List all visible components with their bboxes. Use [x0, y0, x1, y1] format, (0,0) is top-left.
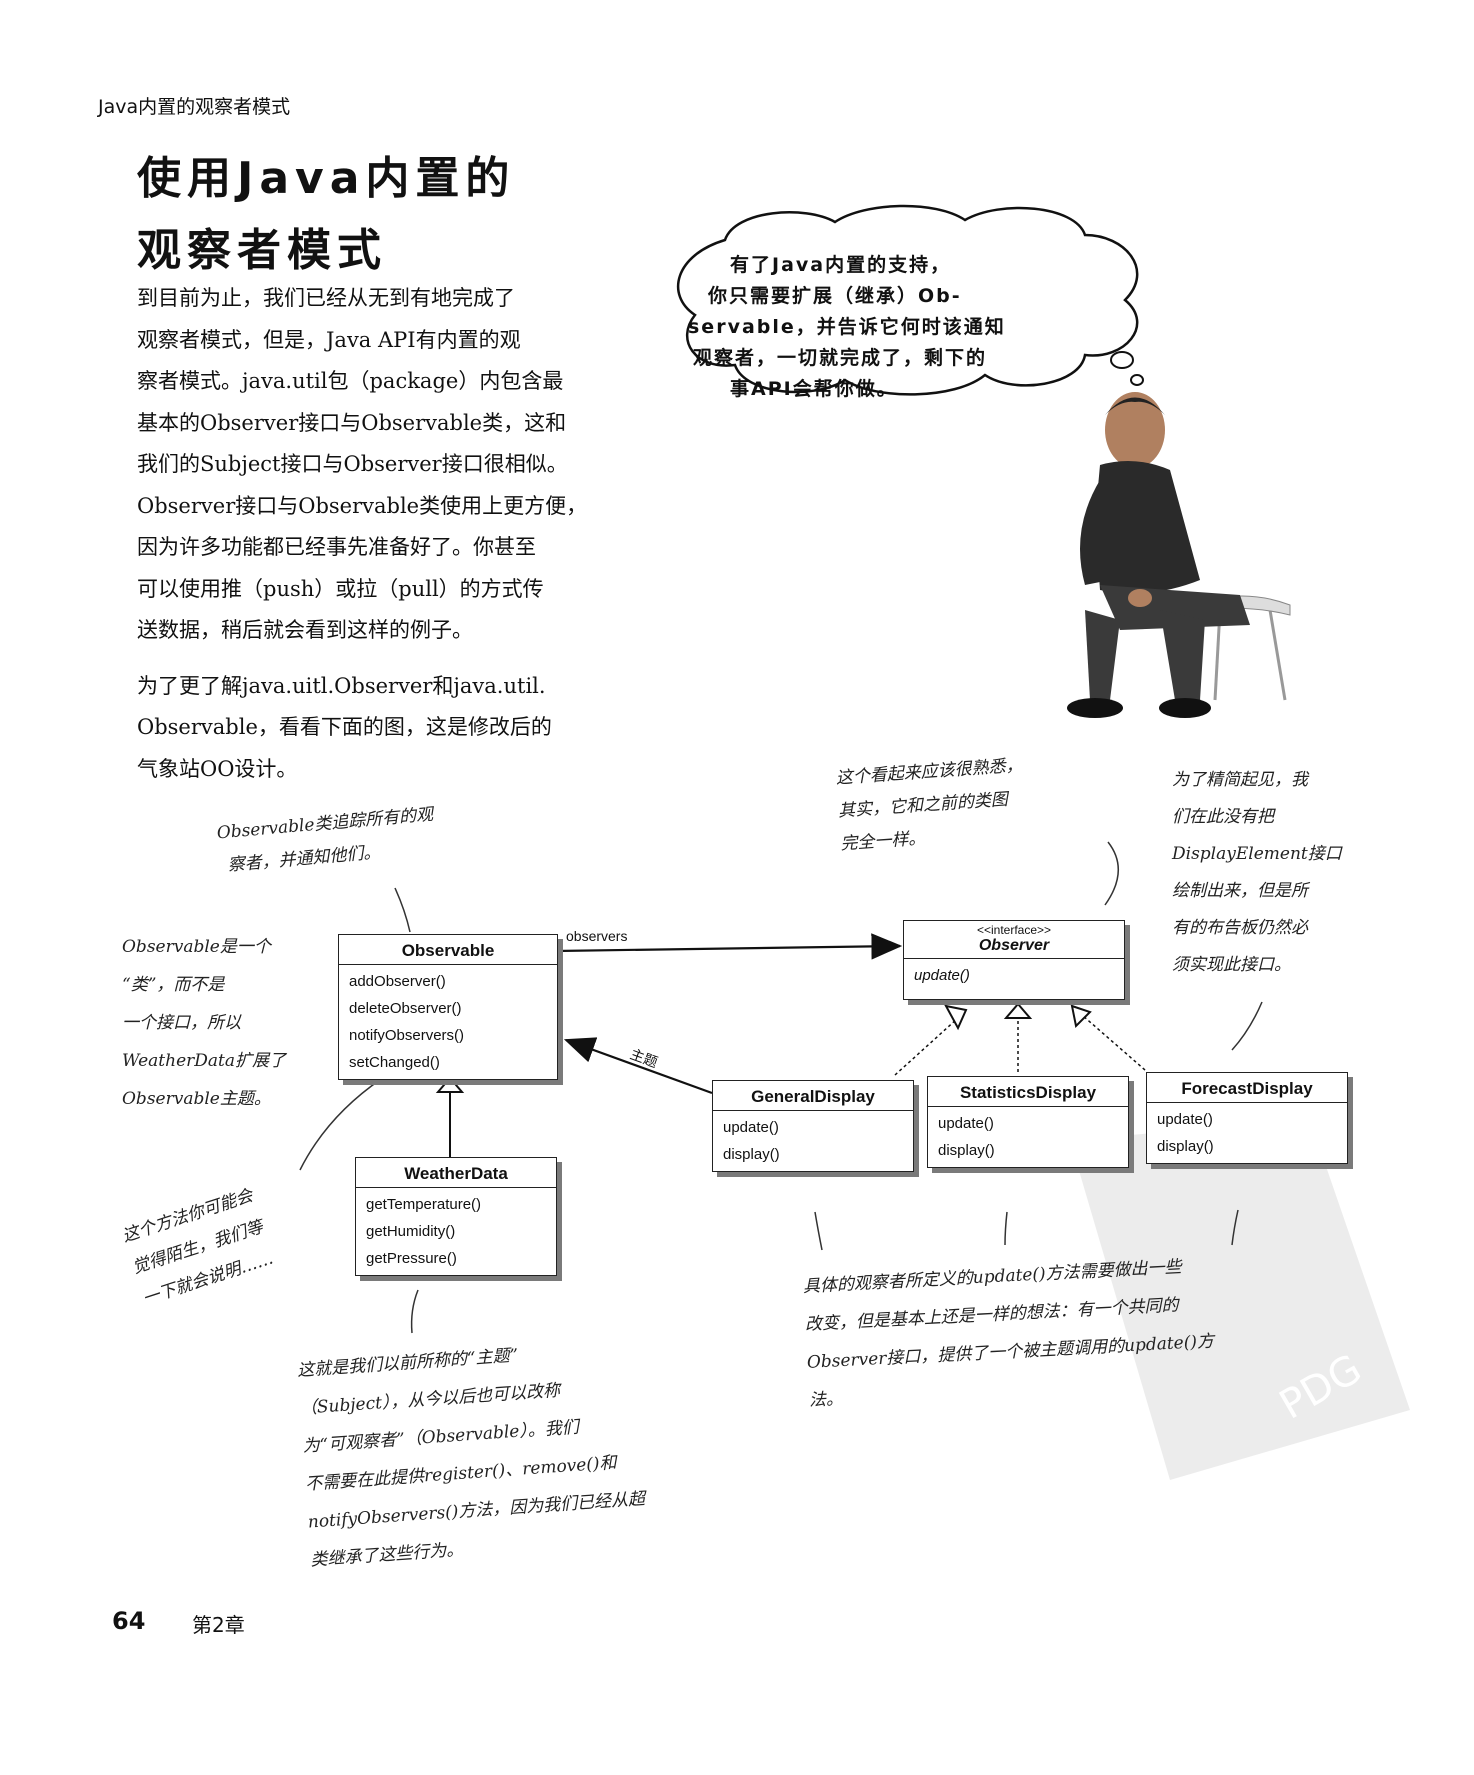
method: deleteObserver() [349, 1000, 462, 1017]
uml-class-forecastdisplay: ForecastDisplay update() display() [1146, 1072, 1348, 1164]
bubble-line: 有了Java内置的支持， [730, 254, 952, 276]
class-name: GeneralDisplay [713, 1081, 913, 1111]
class-methods: update() display() [928, 1107, 1128, 1167]
man-sitting-illustration [1067, 392, 1291, 718]
method: update() [723, 1119, 779, 1136]
method: getHumidity() [366, 1223, 456, 1240]
uml-class-statisticsdisplay: StatisticsDisplay update() display() [927, 1076, 1129, 1168]
thought-bubble [677, 204, 1144, 396]
note-line: WeatherData扩展了 [122, 1051, 286, 1071]
note-line: 绘制出来，但是所 [1172, 881, 1308, 901]
method: display() [723, 1146, 780, 1163]
method: getTemperature() [366, 1196, 482, 1213]
bubble-line: 观察者，一切就完成了，剩下的 [693, 347, 988, 369]
class-methods: getTemperature() getHumidity() getPressu… [356, 1188, 556, 1275]
page-title: 使用Java内置的 观察者模式 [137, 143, 515, 287]
note-line: 有的布告板仍然必 [1172, 918, 1308, 938]
bubble-line: servable，并告诉它何时该通知 [688, 316, 1006, 338]
method: notifyObservers() [349, 1027, 465, 1044]
note-line: Observable是一个 [122, 937, 271, 957]
method: display() [938, 1142, 995, 1159]
method: update() [1157, 1111, 1213, 1128]
body-line: 基本的Observer接口与Observable类，这和 [137, 410, 567, 435]
method: getPressure() [366, 1250, 457, 1267]
observers-label: observers [566, 928, 628, 944]
body-line: 为了更了解java.uitl.Observer和java.util. [137, 673, 546, 698]
note-display-element: 为了精简起见，我 们在此没有把 DisplayElement接口 绘制出来，但是… [1172, 762, 1342, 984]
note-line: 一个接口，所以 [122, 1013, 241, 1033]
note-subject: 这就是我们以前所称的“主题” （Subject），从今以后也可以改称 为“可观察… [296, 1328, 649, 1579]
stereotype: <<interface>> [976, 923, 1052, 937]
body-text: 到目前为止，我们已经从无到有地完成了 观察者模式，但是，Java API有内置的… [137, 278, 645, 804]
method: update() [938, 1115, 994, 1132]
title-line-1: 使用Java内置的 [137, 153, 516, 204]
method: addObserver() [349, 973, 446, 990]
note-looks-familiar: 这个看起来应该很熟悉， 其实，它和之前的类图 完全一样。 [835, 750, 1028, 862]
class-name: StatisticsDisplay [928, 1077, 1128, 1107]
note-line: 须实现此接口。 [1172, 955, 1291, 975]
note-line: Observable主题。 [122, 1089, 271, 1109]
note-line: “类”，而不是 [122, 975, 225, 995]
body-line: Observer接口与Observable类使用上更方便， [137, 493, 588, 518]
method: update() [914, 967, 970, 984]
note-line: DisplayElement接口 [1172, 844, 1342, 864]
body-line: 可以使用推（push）或拉（pull）的方式传 [137, 576, 544, 601]
class-methods: update() [904, 959, 1124, 999]
class-methods: addObserver() deleteObserver() notifyObs… [339, 965, 557, 1079]
body-paragraph-1: 到目前为止，我们已经从无到有地完成了 观察者模式，但是，Java API有内置的… [137, 278, 645, 652]
body-line: 察者模式。java.util包（package）内包含最 [137, 369, 564, 393]
page-number: 64 [112, 1607, 146, 1635]
class-name: Observable [339, 935, 557, 965]
bubble-line: 你只需要扩展（继承）Ob- [708, 285, 962, 307]
note-update: 具体的观察者所定义的update()方法需要做出一些 改变，但是基本上还是一样的… [802, 1247, 1217, 1420]
body-paragraph-2: 为了更了解java.uitl.Observer和java.util. Obser… [137, 666, 645, 791]
bubble-line: 事API会帮你做。 [730, 378, 898, 400]
title-line-2: 观察者模式 [137, 225, 387, 276]
class-methods: update() display() [1147, 1103, 1347, 1163]
body-line: 观察者模式，但是，Java API有内置的观 [137, 327, 521, 352]
note-observable-class: Observable是一个 “类”，而不是 一个接口，所以 WeatherDat… [122, 928, 286, 1118]
class-name: Observer [978, 937, 1050, 954]
uml-class-weatherdata: WeatherData getTemperature() getHumidity… [355, 1157, 557, 1276]
class-methods: update() display() [713, 1111, 913, 1171]
class-name: ForecastDisplay [1147, 1073, 1347, 1103]
class-name: WeatherData [356, 1158, 556, 1188]
uml-interface-observer: <<interface>> Observer update() [903, 920, 1125, 1000]
body-line: 送数据，稍后就会看到这样的例子。 [137, 618, 473, 642]
method: display() [1157, 1138, 1214, 1155]
body-line: 我们的Subject接口与Observer接口很相似。 [137, 452, 568, 476]
body-line: 到目前为止，我们已经从无到有地完成了 [137, 286, 515, 310]
watermark: PDG [1070, 1120, 1410, 1480]
chapter-label: 第2章 [192, 1613, 245, 1637]
method: setChanged() [349, 1054, 440, 1071]
note-line: 们在此没有把 [1172, 807, 1274, 827]
body-line: 气象站OO设计。 [137, 756, 298, 781]
section-header: Java内置的观察者模式 [98, 96, 291, 118]
uml-class-generaldisplay: GeneralDisplay update() display() [712, 1080, 914, 1172]
body-line: 因为许多功能都已经事先准备好了。你甚至 [137, 535, 536, 559]
body-line: Observable，看看下面的图，这是修改后的 [137, 715, 552, 739]
uml-class-observable: Observable addObserver() deleteObserver(… [338, 934, 558, 1080]
bubble-text: 有了Java内置的支持， 你只需要扩展（继承）Ob- servable，并告诉它… [688, 250, 1108, 405]
note-line: 为了精简起见，我 [1172, 770, 1308, 790]
